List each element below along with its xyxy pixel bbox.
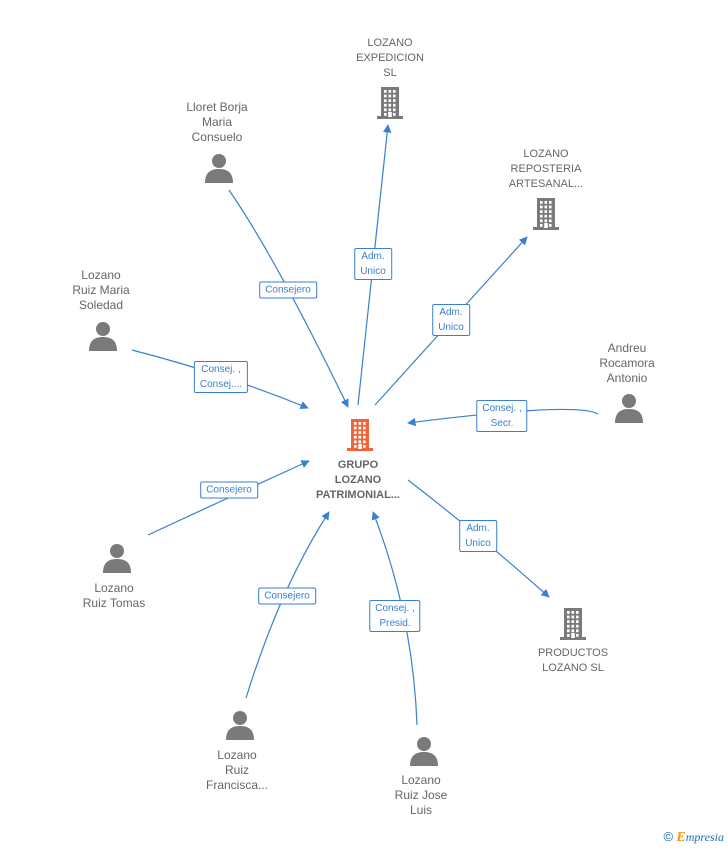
- node-label-line: Andreu: [607, 341, 647, 355]
- node-label-line: Maria: [201, 115, 232, 129]
- node-label-line: Francisca...: [205, 778, 269, 792]
- edge-label-lloret[interactable]: Consejero: [259, 281, 317, 299]
- node-label-line: Consuelo: [191, 130, 243, 144]
- node-label-line: LOZANO: [334, 474, 382, 486]
- node-label-line: Ruiz Maria: [72, 283, 130, 297]
- edge-andreu-to-grupo: [407, 408, 599, 427]
- node-label-line: Lozano: [81, 268, 121, 282]
- edge-lozano-ruiz-francisca-to-grupo: [245, 511, 330, 699]
- node-label-line: Antonio: [606, 371, 648, 385]
- edge-label-line: Adm.: [439, 307, 463, 318]
- edge-label-line: Adm.: [466, 523, 490, 534]
- copyright-symbol: ©: [663, 829, 674, 844]
- node-label-lozano-expedicion[interactable]: LOZANO EXPEDICION SL: [356, 36, 424, 81]
- node-label-line: Lozano: [401, 773, 441, 787]
- node-label-line: PATRIMONIAL...: [316, 489, 400, 501]
- edge-label-line: Presid.: [379, 618, 411, 629]
- node-label-line: LOZANO: [367, 37, 413, 49]
- company-building-icon[interactable]: [531, 196, 561, 235]
- node-label-line: Ruiz: [224, 763, 250, 777]
- edge-label-lozano-reposteria[interactable]: Adm. Unico: [432, 304, 470, 336]
- node-label-line: REPOSTERIA: [510, 163, 582, 175]
- person-icon[interactable]: [102, 543, 132, 578]
- company-building-icon[interactable]: [345, 417, 375, 456]
- edge-label-lozano-ruiz-francisca[interactable]: Consejero: [258, 587, 316, 605]
- node-label-line: Soledad: [78, 298, 124, 312]
- watermark: © Empresia: [663, 829, 724, 846]
- edge-label-line: Secr.: [490, 418, 514, 429]
- node-label-line: Lozano: [217, 748, 257, 762]
- node-label-line: GRUPO: [337, 459, 379, 471]
- node-label-line: Lozano: [94, 581, 134, 595]
- edge-label-line: Unico: [438, 322, 464, 333]
- edge-label-andreu[interactable]: Consej. , Secr.: [476, 400, 528, 432]
- edge-label-lozano-expedicion[interactable]: Adm. Unico: [354, 248, 392, 280]
- edge-label-line: Consej. ,: [482, 403, 522, 414]
- node-label-line: EXPEDICION: [356, 52, 424, 64]
- edge-label-line: Consejero: [206, 484, 252, 496]
- node-label-line: Ruiz Tomas: [82, 596, 146, 610]
- edge-label-lozano-ruiz-jose[interactable]: Consej. , Presid.: [369, 600, 421, 632]
- node-label-line: PRODUCTOS: [537, 647, 609, 659]
- node-label-grupo[interactable]: GRUPO LOZANO PATRIMONIAL...: [316, 458, 400, 503]
- node-label-line: Lloret Borja: [186, 100, 248, 114]
- node-label-lozano-reposteria[interactable]: LOZANO REPOSTERIA ARTESANAL...: [509, 147, 583, 192]
- edge-label-line: Consej. ,: [375, 603, 415, 614]
- person-icon[interactable]: [225, 710, 255, 745]
- person-icon[interactable]: [614, 393, 644, 428]
- edge-label-line: Consejero: [264, 590, 310, 602]
- node-label-line: LOZANO: [523, 148, 569, 160]
- node-label-line: SL: [383, 67, 397, 79]
- node-label-productos-lozano[interactable]: PRODUCTOS LOZANO SL: [538, 646, 608, 676]
- node-label-line: Rocamora: [599, 356, 655, 370]
- company-building-icon[interactable]: [375, 85, 405, 124]
- node-label-line: ARTESANAL...: [508, 178, 584, 190]
- edge-label-line: Consejero: [265, 284, 311, 296]
- person-icon[interactable]: [204, 153, 234, 188]
- node-label-line: Ruiz Jose: [394, 788, 448, 802]
- brand-initial: E: [676, 830, 686, 845]
- person-icon[interactable]: [409, 736, 439, 771]
- edge-label-line: Unico: [465, 538, 491, 549]
- node-label-line: Luis: [409, 803, 432, 817]
- edge-lloret-to-grupo: [228, 189, 349, 408]
- edge-label-lozano-ruiz-tomas[interactable]: Consejero: [200, 481, 258, 499]
- company-building-icon[interactable]: [558, 606, 588, 645]
- edge-label-line: Consej....: [199, 379, 243, 390]
- brand-name: mpresia: [685, 830, 724, 844]
- person-icon[interactable]: [88, 321, 118, 356]
- node-label-line: LOZANO SL: [542, 662, 604, 674]
- edge-label-line: Unico: [360, 266, 386, 277]
- edge-label-productos-lozano[interactable]: Adm. Unico: [459, 520, 497, 552]
- edge-label-lozano-ruiz-maria[interactable]: Consej. , Consej....: [193, 361, 249, 393]
- edge-label-line: Adm.: [361, 251, 385, 262]
- edge-label-line: Consej. ,: [201, 364, 241, 375]
